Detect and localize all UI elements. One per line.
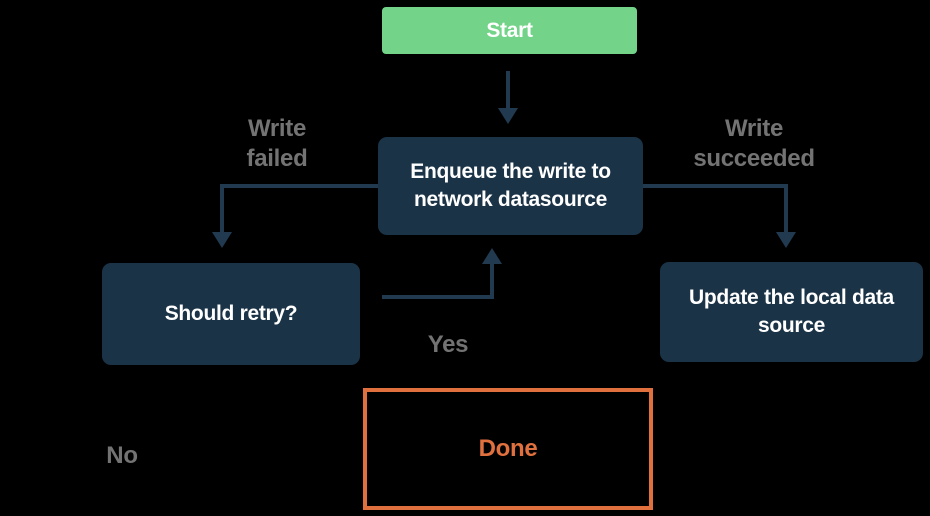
node-enqueue-write: Enqueue the write to network datasource [378,137,643,235]
node-should-retry: Should retry? [102,263,360,365]
edge-label-write-succeeded: Write succeeded [693,115,815,172]
edge-label-yes: Yes [427,331,469,358]
arrow-start-to-enqueue-line [506,71,510,108]
arrow-down-icon [212,232,232,248]
arrow-should-retry-to-enqueue-hline [382,295,494,299]
node-update-local-datasource: Update the local data source [660,262,923,362]
arrow-should-retry-to-enqueue-vline [490,263,494,299]
arrow-down-icon [498,108,518,124]
node-start: Start [382,7,637,54]
arrow-enqueue-to-update-local-hline [643,184,786,188]
node-done: Done [363,388,653,510]
arrow-enqueue-to-should-retry-vline [220,184,224,232]
edge-label-no: No [106,442,138,469]
edge-label-write-failed: Write failed [246,115,308,172]
arrow-enqueue-to-should-retry-hline [220,184,378,188]
arrow-down-icon [776,232,796,248]
arrow-up-icon [482,248,502,264]
arrow-enqueue-to-update-local-vline [784,184,788,232]
